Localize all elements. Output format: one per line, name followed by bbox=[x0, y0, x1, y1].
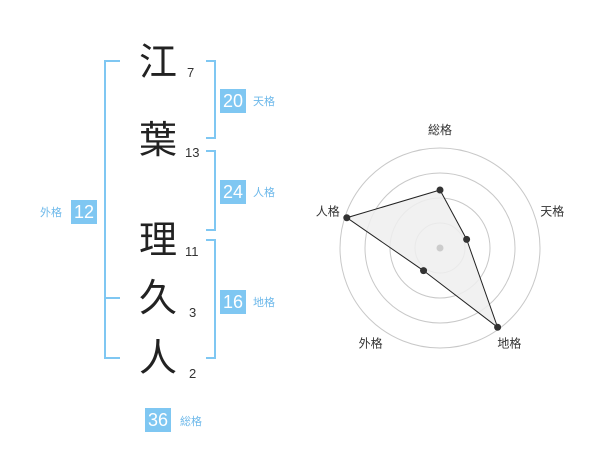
tenkaku-value-badge: 20 bbox=[220, 89, 247, 113]
radar-axis-label-2: 地格 bbox=[497, 335, 521, 350]
chikaku-value-badge: 16 bbox=[220, 290, 247, 314]
jinkaku-label: 人格 bbox=[253, 186, 275, 199]
surname-char-2: 葉 bbox=[138, 118, 177, 162]
chikaku-bracket bbox=[206, 239, 216, 359]
given-char-3: 人 bbox=[138, 336, 177, 380]
tenkaku-label: 天格 bbox=[253, 95, 275, 108]
tenkaku-bracket bbox=[206, 60, 216, 139]
radar-polygon bbox=[345, 189, 499, 329]
given-char-1: 理 bbox=[138, 218, 177, 262]
given-char-1-strokes: 11 bbox=[185, 244, 199, 259]
surname-char-2-strokes: 13 bbox=[185, 145, 200, 160]
given-char-3-strokes: 2 bbox=[189, 366, 197, 381]
chikaku-label: 地格 bbox=[253, 296, 275, 309]
radar-point-1 bbox=[463, 235, 471, 243]
radar-point-3 bbox=[420, 267, 428, 275]
radar-ring bbox=[364, 172, 516, 324]
soukaku-label: 総格 bbox=[180, 415, 202, 428]
radar-ring bbox=[339, 147, 541, 349]
gaikaku-value-badge: 12 bbox=[71, 200, 98, 224]
radar-axis-label-3: 外格 bbox=[359, 335, 383, 350]
radar-point-2 bbox=[494, 323, 502, 331]
surname-char-1-strokes: 7 bbox=[187, 65, 195, 80]
radar-axis-label-1: 天格 bbox=[540, 204, 564, 219]
jinkaku-bracket bbox=[206, 150, 216, 231]
radar-center-dot bbox=[436, 244, 444, 252]
given-char-2: 久 bbox=[138, 276, 177, 320]
radar-axis-label-0: 総格 bbox=[428, 122, 452, 137]
radar-axis-label-4: 人格 bbox=[316, 204, 340, 219]
gaikaku-label: 外格 bbox=[40, 206, 62, 219]
gaikaku-bracket bbox=[104, 60, 120, 359]
radar-point-4 bbox=[343, 214, 351, 222]
surname-char-1: 江 bbox=[138, 40, 177, 84]
given-char-2-strokes: 3 bbox=[189, 305, 197, 320]
jinkaku-value-badge: 24 bbox=[220, 180, 247, 204]
radar-point-0 bbox=[436, 186, 444, 194]
soukaku-value-badge: 36 bbox=[145, 408, 172, 432]
